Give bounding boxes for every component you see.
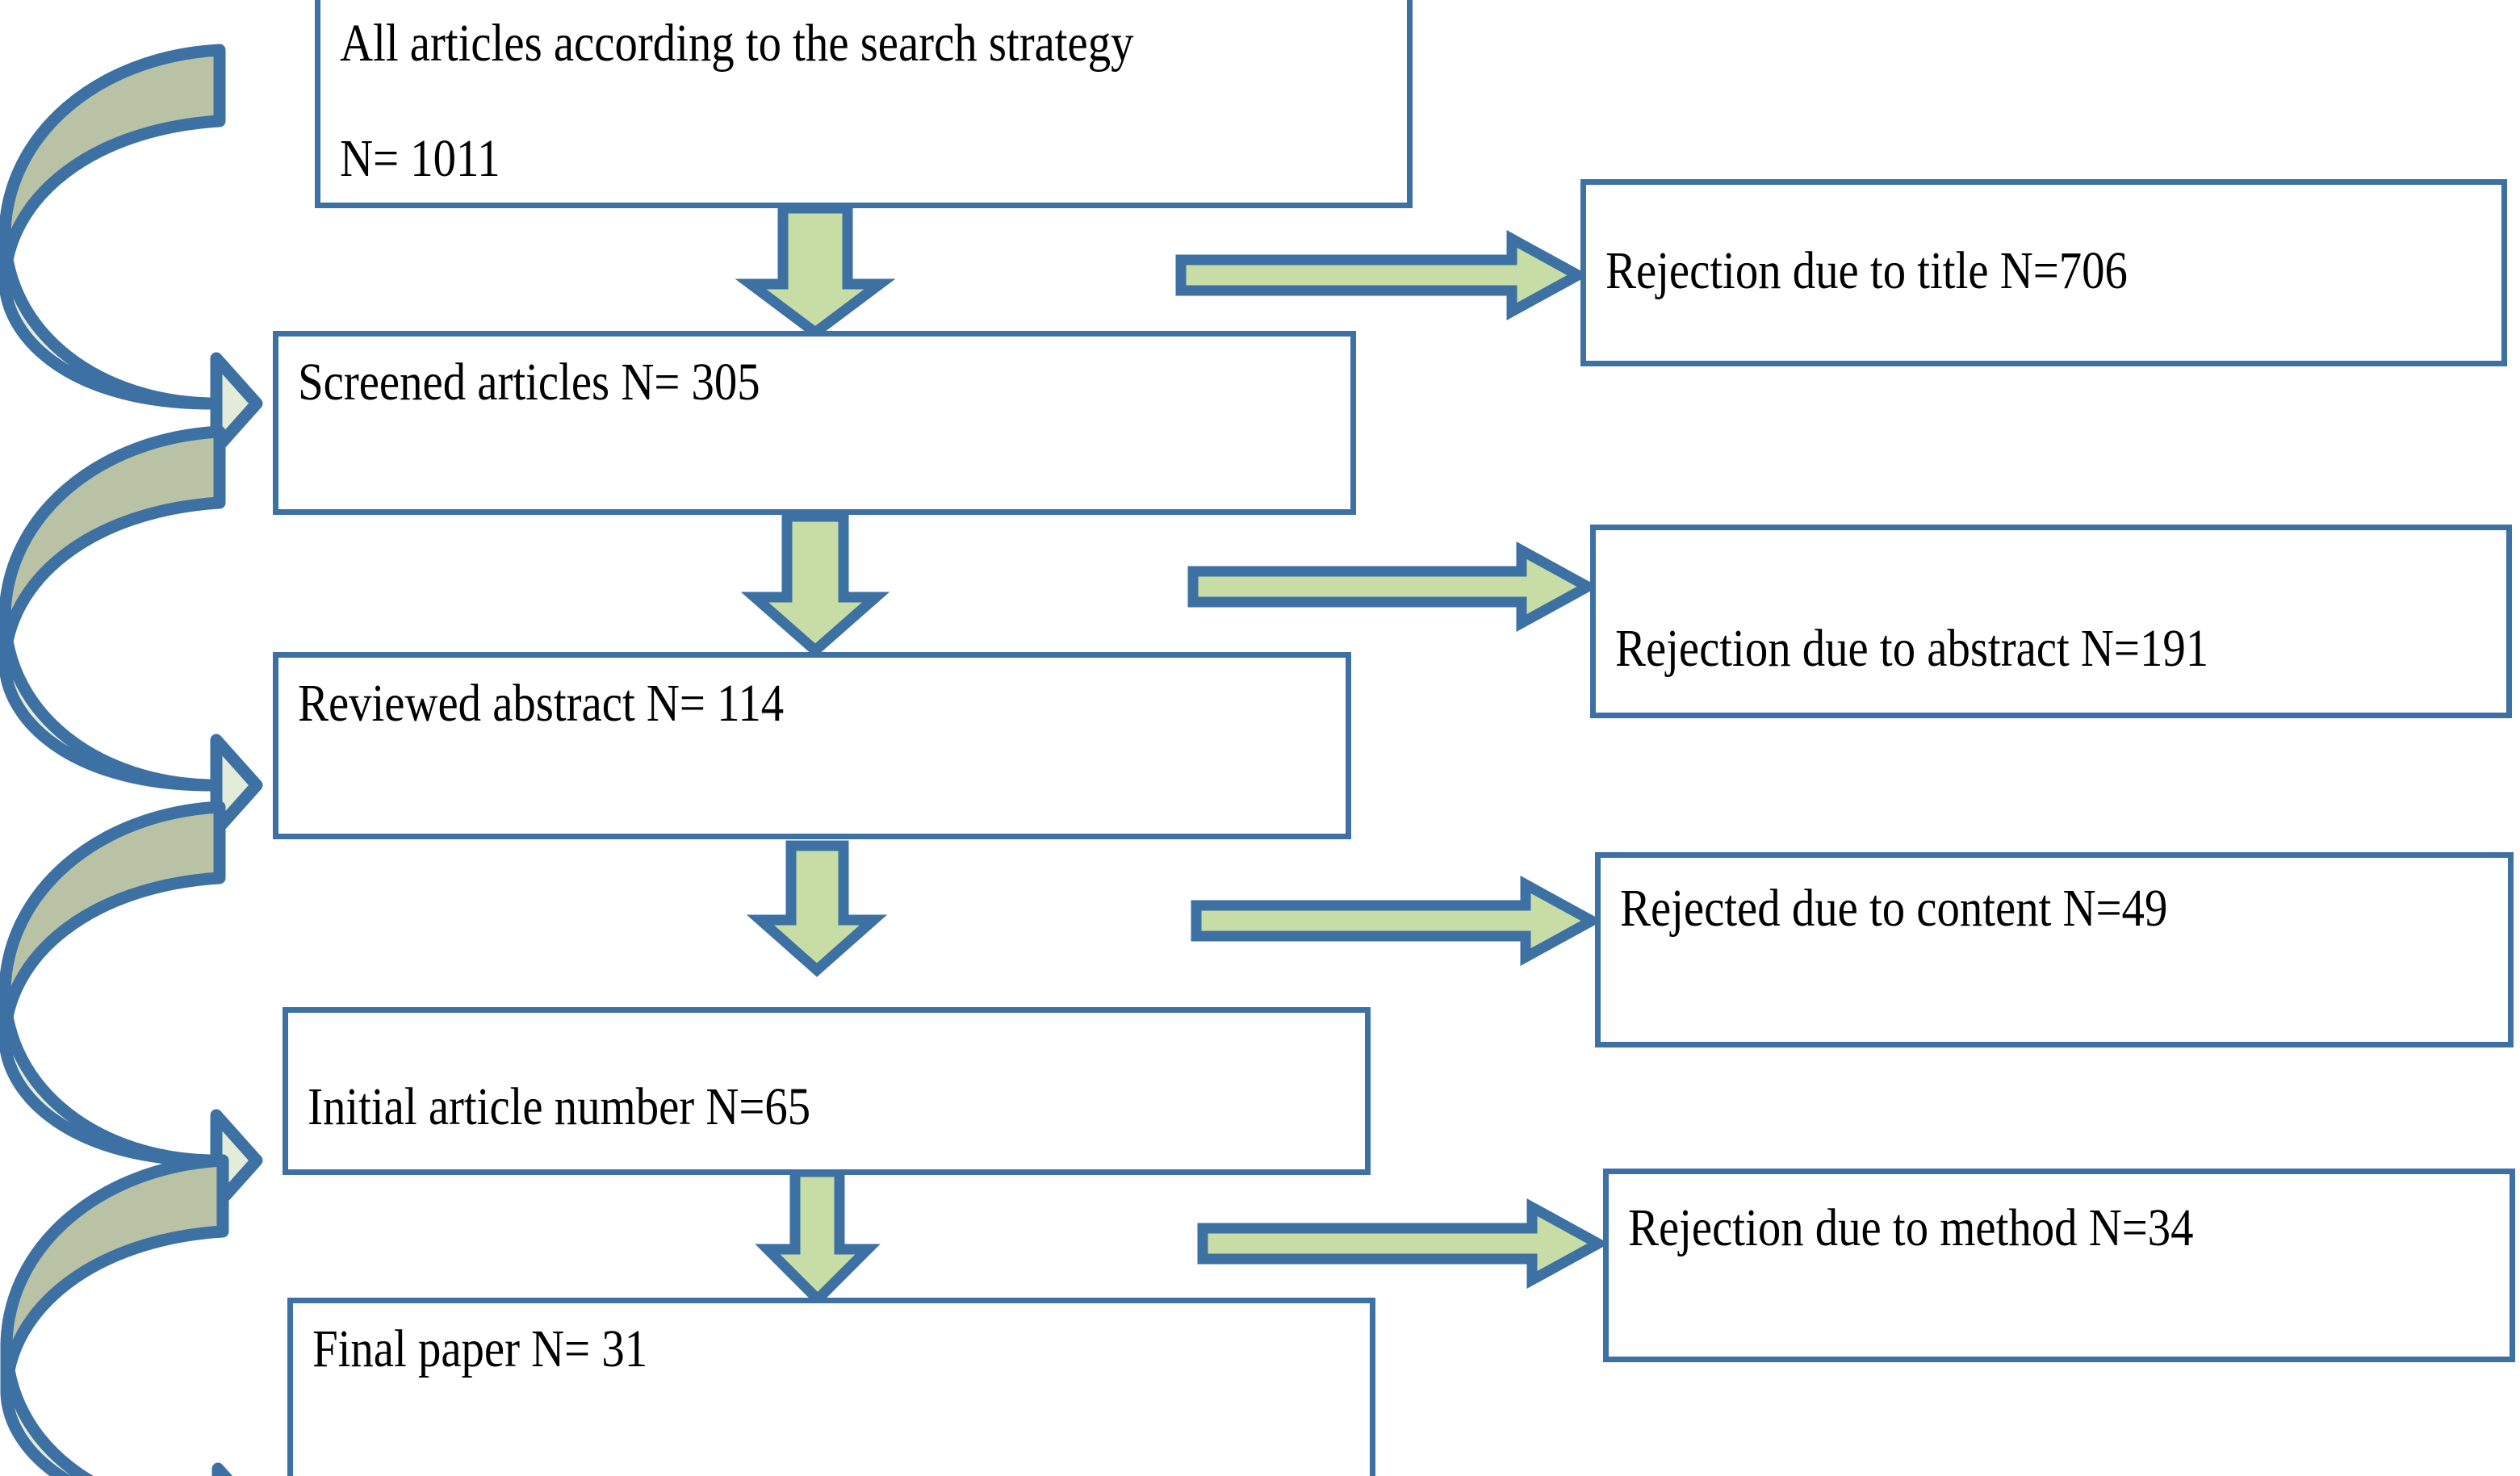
circular-arrow-4 <box>0 1154 233 1476</box>
node-screened-articles[interactable]: Screened articles N= 305 <box>273 331 1356 515</box>
node-initial-article-number[interactable]: Initial article number N=65 <box>283 1007 1371 1175</box>
down-arrow-4 <box>755 1166 881 1307</box>
node-all-articles-line1: All articles according to the search str… <box>340 14 1134 73</box>
right-arrow-abstract <box>1187 541 1599 632</box>
node-rejection-title-line1: Rejection due to title N=706 <box>1605 241 2128 300</box>
down-arrow-3 <box>746 840 888 977</box>
circular-arrow-2 <box>0 425 263 837</box>
right-arrow-content <box>1191 876 1603 966</box>
node-rejected-content-line1: Rejected due to content N=49 <box>1620 879 2168 938</box>
right-arrow-method <box>1197 1198 1610 1289</box>
node-rejection-abstract[interactable]: Rejection due to abstract N=191 <box>1590 525 2512 718</box>
circular-arrow-1 <box>0 44 263 455</box>
node-all-articles[interactable]: All articles according to the search str… <box>315 0 1413 208</box>
down-arrow-1 <box>735 203 896 340</box>
node-all-articles-line2: N= 1011 <box>340 129 500 189</box>
node-rejection-method-line1: Rejection due to method N=34 <box>1628 1198 2194 1257</box>
node-rejection-abstract-line1: Rejection due to abstract N=191 <box>1615 619 2209 678</box>
node-reviewed-abstract-line1: Reviewed abstract N= 114 <box>298 674 785 733</box>
node-rejection-method[interactable]: Rejection due to method N=34 <box>1603 1169 2515 1362</box>
node-final-paper[interactable]: Final paper N= 31 <box>287 1298 1375 1476</box>
node-final-paper-line1: Final paper N= 31 <box>312 1319 648 1378</box>
node-rejected-content[interactable]: Rejected due to content N=49 <box>1595 852 2514 1047</box>
circular-arrow-3 <box>0 801 263 1212</box>
down-arrow-2 <box>740 511 890 658</box>
node-initial-article-number-line1: Initial article number N=65 <box>308 1077 811 1136</box>
node-screened-articles-line1: Screened articles N= 305 <box>298 353 760 412</box>
node-reviewed-abstract[interactable]: Reviewed abstract N= 114 <box>273 652 1351 839</box>
node-rejection-title[interactable]: Rejection due to title N=706 <box>1580 179 2507 366</box>
right-arrow-title <box>1175 230 1589 320</box>
